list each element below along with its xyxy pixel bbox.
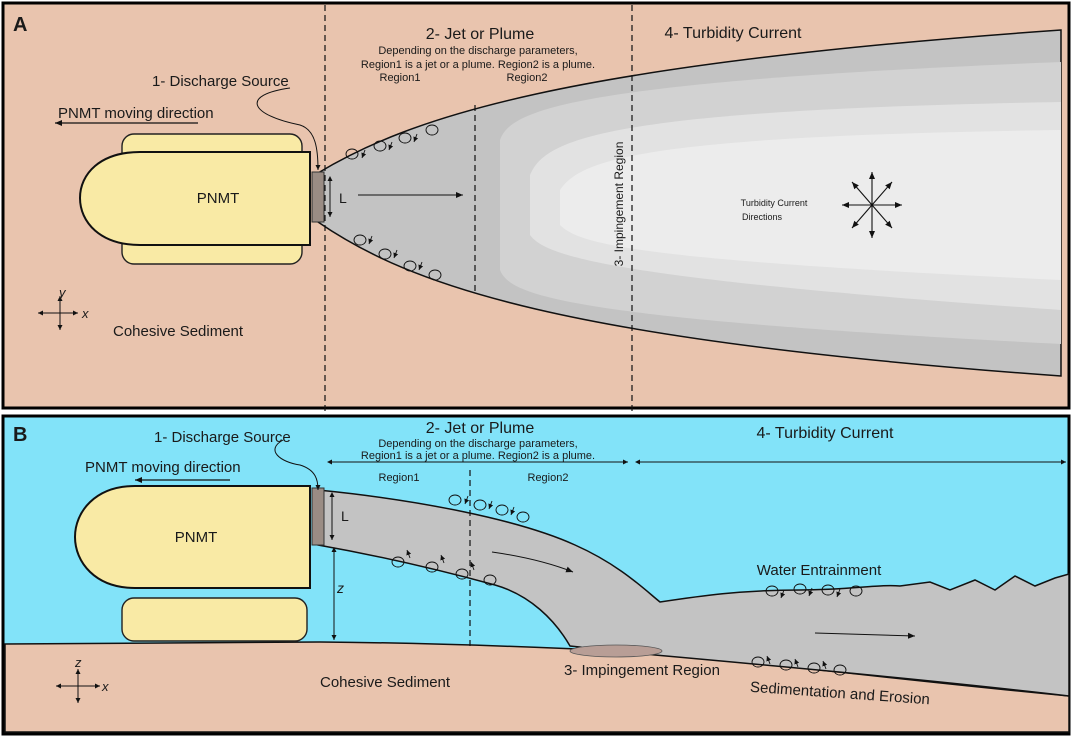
jet-plume-title: 2- Jet or Plume [426, 26, 535, 43]
discharge-source-label: 1- Discharge Source [152, 73, 289, 90]
discharge-source-label-b: 1- Discharge Source [154, 429, 291, 446]
jet-plume-note-2: Region1 is a jet or a plume. Region2 is … [361, 59, 595, 71]
vehicle-body [78, 151, 311, 246]
width-symbol-b: L [341, 508, 349, 524]
sediment-label-b: Cohesive Sediment [320, 674, 451, 691]
turbidity-direction-star [842, 172, 902, 238]
panel-b: B 1- Discharge Source 2- Jet or Plume De… [1, 414, 1071, 736]
impingement-label: 3- Impingement Region [612, 142, 626, 267]
plume-side [317, 489, 1070, 697]
panel-b-label: B [13, 424, 27, 446]
turbidity-flow-arrow [814, 632, 916, 639]
vehicle-label: PNMT [197, 190, 240, 207]
jet-plume-note-1-b: Depending on the discharge parameters, [378, 438, 577, 450]
vehicle-label-b: PNMT [175, 529, 218, 546]
eddies-a [345, 124, 442, 281]
panel-a-label: A [13, 14, 27, 36]
flow-arrow-b [491, 551, 574, 573]
region1-label-b: Region1 [379, 472, 420, 484]
eddies-b [391, 494, 863, 676]
turbidity-current-title: 4- Turbidity Current [665, 25, 802, 42]
turbidity-current-title-b: 4- Turbidity Current [757, 425, 894, 442]
jet-plume-note-1: Depending on the discharge parameters, [378, 45, 577, 57]
water-entrainment-label: Water Entrainment [757, 562, 882, 579]
axis-y-label: y [58, 285, 67, 300]
turbidity-directions-line-1: Turbidity Current [741, 198, 808, 208]
moving-direction-label: PNMT moving direction [58, 105, 214, 122]
nozzle-b [311, 487, 325, 546]
jet-plume-note-2-b: Region1 is a jet or a plume. Region2 is … [361, 450, 595, 462]
vehicle-track-b [121, 597, 308, 642]
jet-plume-title-b: 2- Jet or Plume [426, 420, 535, 437]
height-symbol: z [336, 580, 344, 596]
impingement-deposit [569, 644, 663, 658]
region2-label-b: Region2 [528, 472, 569, 484]
impingement-label-b: 3- Impingement Region [564, 662, 720, 679]
axis-x-label: x [81, 306, 89, 321]
nozzle [311, 171, 325, 223]
turbidity-directions-line-2: Directions [742, 212, 783, 222]
moving-direction-label-b: PNMT moving direction [85, 459, 241, 476]
vehicle-body-b [73, 485, 311, 589]
region2-label: Region2 [507, 72, 548, 84]
axes-b [56, 669, 100, 703]
axes-a [38, 296, 78, 330]
plume-zone-core [560, 130, 1061, 280]
discharge-pointer-b [274, 439, 321, 491]
width-symbol: L [339, 190, 347, 206]
axis-x-label-b: x [101, 679, 109, 694]
discharge-pointer [256, 87, 321, 171]
region1-label: Region1 [380, 72, 421, 84]
sediment-label: Cohesive Sediment [113, 323, 244, 340]
axis-z-label: z [74, 655, 82, 670]
